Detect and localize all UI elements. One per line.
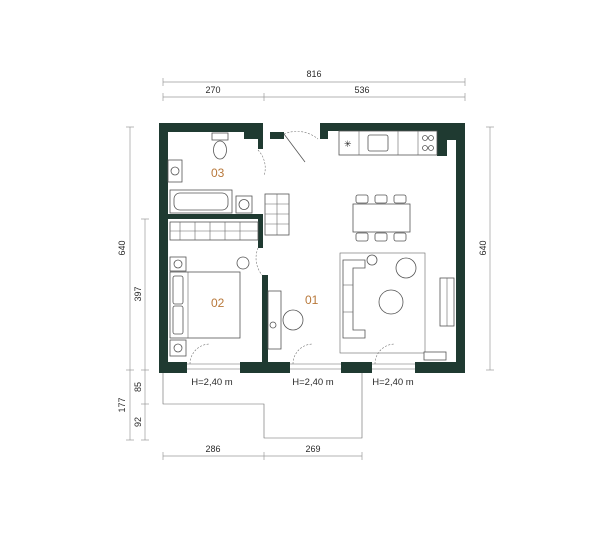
hall-rack [264, 193, 290, 236]
dim-top-right: 536 [354, 85, 369, 95]
dimension-lines [126, 78, 494, 460]
balcony-doors [187, 343, 447, 370]
walls [159, 123, 465, 373]
bedroom-furniture [169, 247, 263, 357]
desk [267, 290, 304, 350]
dim-bottom-right: 269 [305, 444, 320, 454]
kitchen: ✳ [338, 130, 438, 156]
svg-text:✳: ✳ [344, 139, 352, 149]
ceiling-height-label: H=2,40 m [292, 377, 334, 388]
dim-right-total: 640 [478, 240, 488, 255]
room-number-bedroom: 02 [211, 296, 225, 310]
dim-balcony-total: 177 [117, 397, 127, 412]
room-number-living: 01 [305, 293, 319, 307]
balcony-outline [162, 372, 363, 439]
ceiling-height-label: H=2,40 m [372, 377, 414, 388]
dim-top-left: 270 [205, 85, 220, 95]
dim-bottom-left: 286 [205, 444, 220, 454]
entrance-door [283, 131, 319, 163]
dim-balcony-upper: 85 [133, 382, 143, 392]
dim-left-bedroom: 397 [133, 286, 143, 301]
ceiling-height-label: H=2,40 m [191, 377, 233, 388]
bathroom-fixtures [167, 132, 266, 214]
dim-balcony-lower: 92 [133, 417, 143, 427]
dining-set [352, 194, 411, 242]
dim-top-total: 816 [306, 69, 321, 79]
room-number-bathroom: 03 [211, 166, 225, 180]
living-furniture [339, 252, 455, 354]
wardrobe [169, 221, 259, 241]
dim-left-total: 640 [117, 240, 127, 255]
